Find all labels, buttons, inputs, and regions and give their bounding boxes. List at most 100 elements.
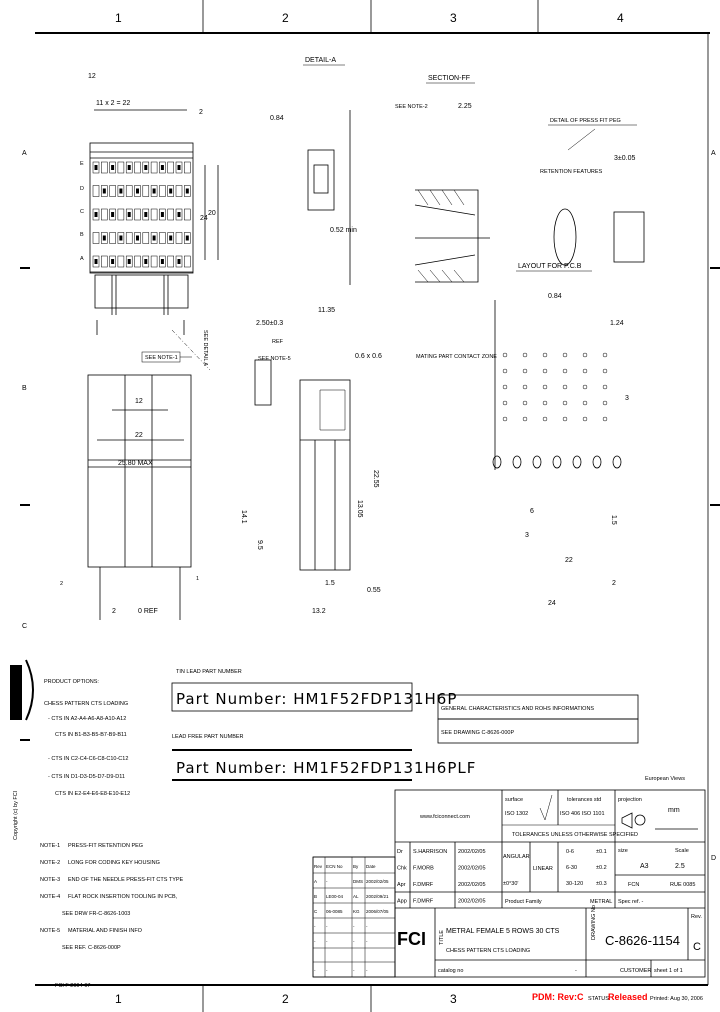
pcb-hole [522, 416, 528, 422]
contact-cavity [101, 161, 108, 174]
pcb-hole [522, 400, 528, 406]
zone-c: C [22, 623, 27, 630]
rev-table-cell: - [366, 939, 368, 944]
row-letter-b: B [80, 232, 84, 238]
rev-label: Rev. [691, 914, 702, 920]
dim-20: 20 [208, 210, 216, 217]
role-date: 2002/02/05 [458, 882, 486, 888]
left-notes: Copyright (c) by FCI PRODUCT OPTIONS: CH… [10, 659, 184, 989]
row-letter-d: D [80, 186, 84, 192]
pcb-hole [602, 384, 608, 390]
title-line1: METRAL FEMALE 5 ROWS 30 CTS [446, 928, 560, 935]
title-line2: CHESS PATTERN CTS LOADING [446, 948, 530, 954]
contact-cavity [101, 208, 108, 221]
contact-loaded [177, 165, 181, 170]
general-characteristics: GENERAL CHARACTERISTICS AND ROHS INFORMA… [441, 706, 594, 712]
contact-cavity [92, 208, 100, 221]
role-label: Dr [397, 849, 403, 855]
angular-label: ANGULAR [503, 854, 530, 860]
product-family-value: METRAL [590, 899, 612, 905]
contact-cavity [167, 255, 174, 268]
pcb-hole [522, 368, 528, 374]
dim-max: 25.80 MAX [118, 460, 153, 467]
option-1: - CTS IN A2-A4-A6-A8-A10-A12 [48, 716, 126, 722]
copyright: Copyright (c) by FCI [13, 790, 19, 840]
note-text: END OF THE NEEDLE PRESS-FIT CTS TYPE [68, 877, 184, 883]
contact-cavity [175, 161, 183, 174]
contact-cavity [117, 185, 125, 197]
role-name: S.HARRISON [413, 849, 447, 855]
status-value: Released [608, 992, 648, 1002]
drawing-number: C-8626-1154 [605, 933, 680, 948]
pcb-hole [562, 384, 568, 390]
dim-95: 9.5 [256, 540, 263, 550]
rev-table-cell: - [326, 879, 328, 884]
contact-cavity [184, 185, 191, 197]
contact-cavity [150, 161, 158, 174]
dim-24-pcb: 3 [625, 395, 629, 402]
contact-cavity [150, 255, 158, 268]
note-text: LONG FOR CODING KEY HOUSING [68, 860, 160, 866]
catalog-label: catalog no [438, 968, 463, 974]
rev-table-cell: - [353, 939, 355, 944]
dim-084-detail: 0.84 [270, 115, 284, 122]
zone-bottom-1: 1 [115, 992, 122, 1006]
pcb-hole [602, 400, 608, 406]
pcb-hole [562, 352, 568, 358]
zone-4: 4 [617, 11, 624, 25]
option-2: CTS IN B1-B3-B5-B7-B9-B11 [55, 732, 127, 738]
sheet-label: sheet 1 of 1 [654, 968, 683, 974]
contact-loaded [111, 212, 115, 217]
zone-3: 3 [450, 11, 457, 25]
peg-hole [492, 455, 502, 469]
option-3: - CTS IN C2-C4-C6-C8-C10-C12 [48, 756, 128, 762]
role-date: 2002/02/05 [458, 849, 486, 855]
fci-code: FCN [628, 882, 639, 888]
see-note-5-box [254, 359, 272, 406]
rev-table-cell: 06-0085 [326, 909, 343, 914]
pcb-hole [582, 416, 588, 422]
contact-loaded [185, 235, 189, 241]
tolerances-std: ISO 406 ISO 1101 [560, 811, 605, 817]
retention-features-label: RETENTION FEATURES [540, 169, 603, 175]
role-name: F.DMRF [413, 882, 434, 888]
pcb-hole [602, 368, 608, 374]
dim-12: 12 [135, 398, 143, 405]
contact-cavity [184, 161, 191, 174]
tol-value: ±0.3 [596, 881, 607, 887]
zone-1: 1 [115, 11, 122, 25]
contact-cavity [184, 255, 191, 268]
role-date: 2002/02/05 [458, 866, 486, 872]
pcb-hole [602, 352, 608, 358]
pcb-hole [542, 352, 548, 358]
zone-2: 2 [282, 11, 289, 25]
dim-1305: 13.05 [356, 500, 363, 518]
contact-cavity [109, 232, 116, 244]
see-note-1: SEE NOTE-1 [145, 355, 178, 361]
note-text: SEE DRW FR-C-8626-1003 [62, 911, 130, 917]
contact-cavity [134, 185, 141, 197]
tolerances-note: TOLERANCES UNLESS OTHERWISE SPECIFIED [512, 832, 638, 838]
contact-cavity [101, 255, 108, 268]
tolerances-label: tolerances std [567, 797, 601, 803]
contact-loaded [119, 235, 123, 241]
pcb-hole [502, 400, 508, 406]
contact-loaded [136, 188, 139, 194]
contact-loaded [119, 188, 123, 194]
code-value: RUE 0085 [670, 882, 695, 888]
detail-a-title: DETAIL-A [305, 57, 336, 64]
dim-052: 0.52 min [330, 227, 357, 234]
rev-table-cell: - [314, 924, 316, 929]
dim-22: 22 [135, 432, 143, 439]
dim-2: 2 [199, 109, 203, 116]
contact-loaded [127, 259, 131, 264]
pcb-hole [502, 416, 508, 422]
row-letter-e: E [80, 161, 84, 167]
pcb-hole [582, 352, 588, 358]
fci-logo: FCI [397, 929, 426, 949]
zone-bottom-2: 2 [282, 992, 289, 1006]
contact-cavity [117, 161, 125, 174]
option-4: - CTS IN D1-D3-D5-D7-D9-D11 [48, 774, 125, 780]
rev-table-cell: C [314, 909, 318, 914]
contact-loaded [136, 235, 139, 241]
